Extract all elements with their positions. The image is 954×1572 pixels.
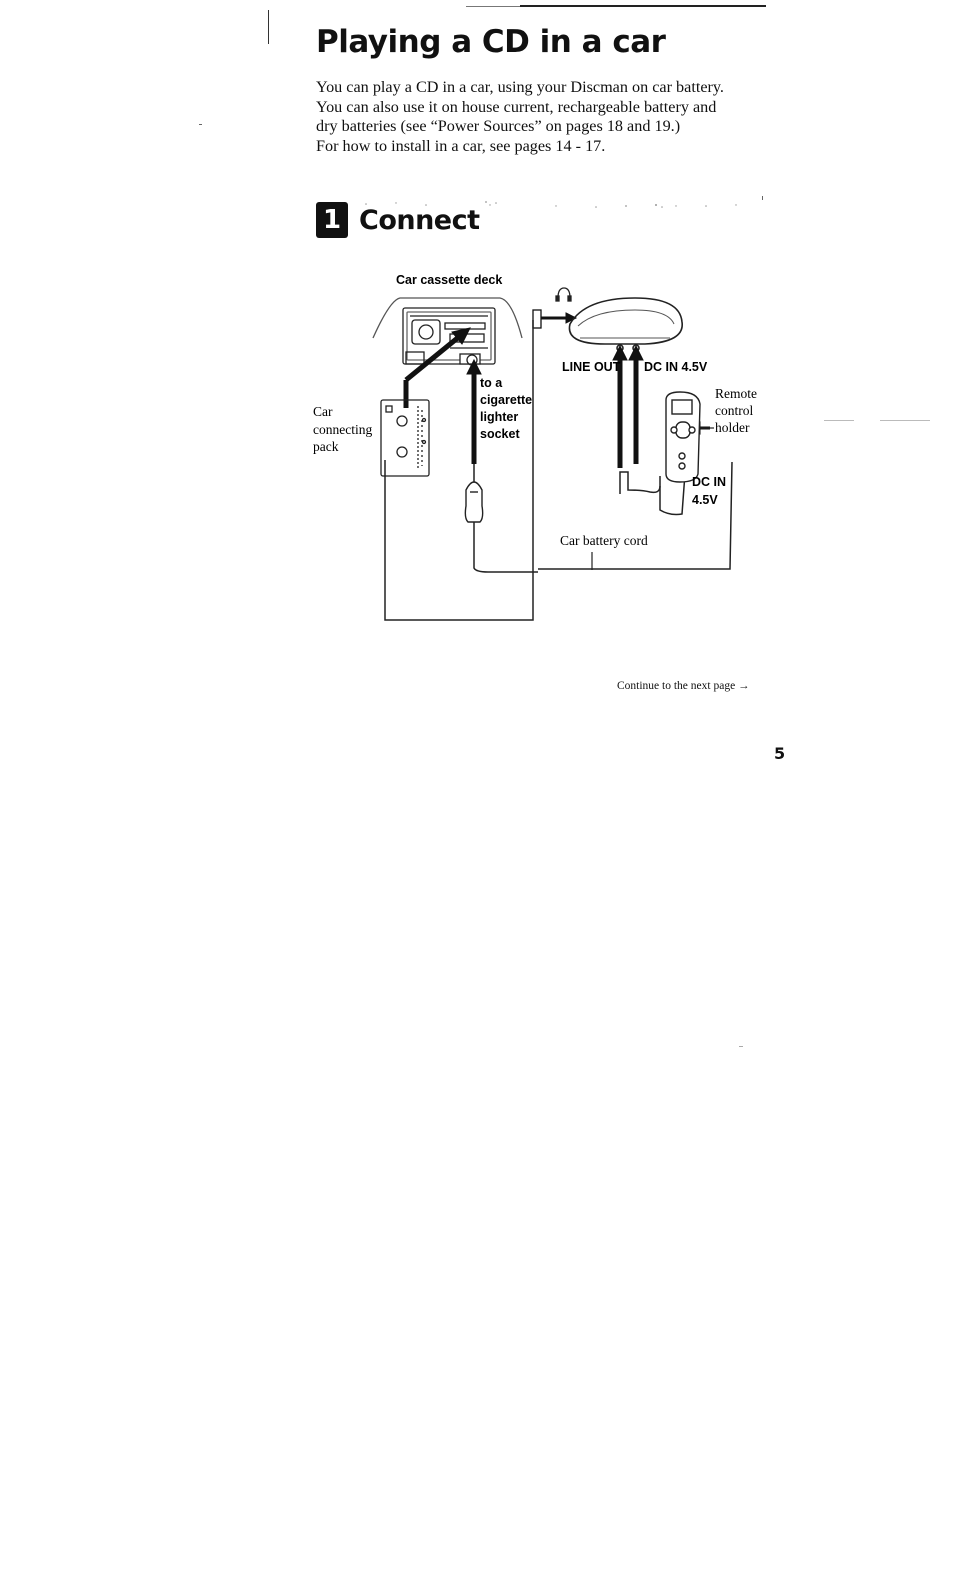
label-connecting: connecting	[313, 422, 372, 437]
headphone-icon	[555, 287, 572, 302]
scan-speck	[824, 420, 854, 421]
label-dc-in-low: DC IN	[692, 475, 726, 489]
label-4-5v-low: 4.5V	[692, 493, 718, 507]
scan-noise	[365, 201, 737, 208]
margin-tick	[268, 10, 269, 44]
label-holder: holder	[715, 420, 750, 435]
step-number-badge: 1	[316, 202, 348, 238]
connection-diagram: Car cassette deck LINE OUT DC IN 4.5V Re…	[313, 273, 757, 621]
scan-speck	[880, 420, 930, 421]
step-heading: 1 Connect	[316, 200, 480, 240]
label-lighter: lighter	[480, 410, 518, 424]
label-car-battery-cord: Car battery cord	[560, 533, 648, 548]
label-car: Car	[313, 404, 333, 419]
label-cigarette: cigarette	[480, 393, 532, 407]
label-remote: Remote	[715, 386, 757, 401]
step-title: Connect	[359, 204, 480, 236]
continue-note: Continue to the next page →	[617, 680, 750, 692]
label-to-a: to a	[480, 376, 503, 390]
intro-line: dry batteries (see “Power Sources” on pa…	[316, 117, 681, 136]
remote-control-illustration	[665, 391, 701, 483]
intro-line: For how to install in a car, see pages 1…	[316, 136, 606, 155]
scan-speck	[199, 124, 202, 125]
car-cassette-deck-illustration	[372, 297, 523, 366]
leader-lines	[591, 427, 714, 570]
arrow-right-icon: →	[738, 680, 750, 692]
label-car-cassette-deck: Car cassette deck	[396, 273, 502, 287]
page-title: Playing a CD in a car	[316, 24, 666, 60]
car-connecting-pack-illustration	[380, 399, 430, 477]
discman-illustration	[568, 297, 683, 352]
label-dc-in-top: DC IN 4.5V	[644, 360, 708, 374]
audio-plug	[532, 309, 578, 329]
continue-text: Continue to the next page	[617, 680, 736, 692]
cigarette-plug-illustration	[464, 481, 484, 523]
label-socket: socket	[480, 427, 520, 441]
label-control: control	[715, 403, 753, 418]
cables	[384, 320, 733, 621]
label-line-out: LINE OUT	[562, 360, 621, 374]
intro-line: You can also use it on house current, re…	[316, 97, 717, 116]
connection-arrows	[403, 327, 710, 468]
intro-line: You can play a CD in a car, using your D…	[316, 78, 724, 96]
scan-speck	[739, 1046, 743, 1047]
top-rule-thin	[466, 6, 526, 7]
scan-speck	[762, 196, 763, 200]
page-number: 5	[774, 744, 786, 763]
label-pack: pack	[313, 439, 339, 454]
top-rule	[520, 5, 766, 7]
intro-paragraph: You can play a CD in a car, using your D…	[316, 78, 766, 156]
